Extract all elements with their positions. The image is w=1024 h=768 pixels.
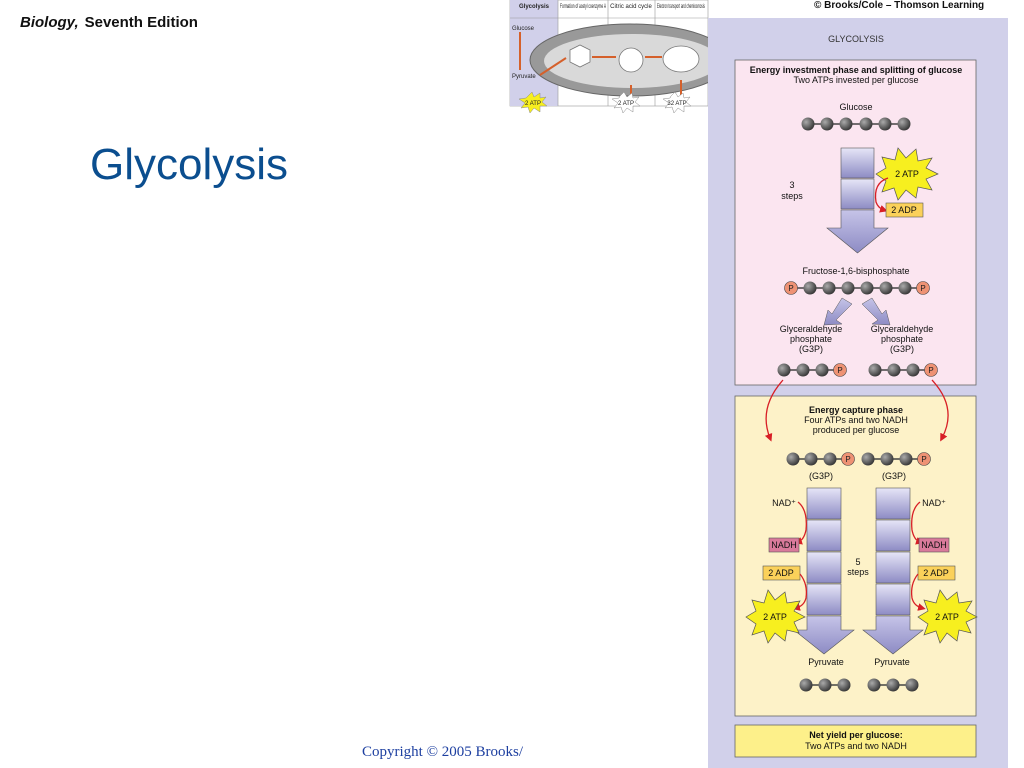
- phase1-adp-box: [885, 202, 924, 218]
- nadh-left-box: [768, 537, 800, 553]
- phase2-subheading-1: Four ATPs and two NADH: [804, 415, 908, 425]
- adp-right-box: [917, 565, 956, 581]
- phase2-steps-arrow-left: [793, 487, 855, 655]
- phase2-steps-number: 5: [855, 557, 860, 567]
- slide-title: Glycolysis: [90, 140, 289, 189]
- glucose-molecule: [801, 117, 911, 131]
- glycolysis-diagram: GLYCOLYSIS Energy investment phase and s…: [708, 18, 1008, 768]
- phase2-atp-left-label: 2 ATP: [763, 612, 787, 622]
- phase2-g3p-left-label: (G3P): [809, 471, 833, 481]
- phase2-transfer-arrow-left: [764, 379, 784, 442]
- split-arrow-left: [823, 297, 853, 326]
- phase2-panel: [734, 395, 977, 717]
- diagram-title: GLYCOLYSIS: [828, 34, 884, 44]
- overview-inset: Glycolysis Formation of acetyl coenzyme …: [509, 0, 731, 118]
- phase2-g3p-right-phosphate: P: [921, 455, 926, 464]
- phase2-steps-word: steps: [847, 567, 869, 577]
- overview-col-electron: Electron transport and chemiosmosis: [657, 4, 705, 10]
- overview-col-citric: Citric acid cycle: [610, 4, 652, 10]
- phase2-steps-arrow-right: [862, 487, 924, 655]
- g3p-right-phosphate: P: [928, 366, 933, 375]
- book-edition: Seventh Edition: [84, 14, 198, 31]
- phase1-atp-label: 2 ATP: [895, 169, 919, 179]
- nadh-right-label: NADH: [921, 540, 947, 550]
- g3p-molecule-left: [777, 363, 847, 377]
- phase2-g3p-left: [786, 452, 855, 466]
- phase2-g3p-right-label: (G3P): [882, 471, 906, 481]
- phase1-atp-arrow: [874, 177, 889, 213]
- pyruvate-molecule-left: [799, 678, 851, 692]
- pyruvate-right-label: Pyruvate: [874, 657, 910, 667]
- phase2-transfer-arrow-right: [931, 379, 949, 442]
- phase2-subheading-2: produced per glucose: [813, 425, 900, 435]
- g3p-right-abbr: (G3P): [890, 344, 914, 354]
- fructose-label: Fructose-1,6-bisphosphate: [802, 266, 909, 276]
- phase1-subheading: Two ATPs invested per glucose: [794, 75, 919, 85]
- g3p-left-name-1: Glyceraldehyde: [780, 324, 843, 334]
- nad-left-arrow: [794, 501, 807, 545]
- overview-glucose: Glucose: [512, 26, 535, 32]
- phase2-atp-burst-right: 2 ATP: [917, 589, 978, 644]
- nad-right-label: NAD⁺: [922, 498, 946, 508]
- adp-right-label: 2 ADP: [923, 568, 949, 578]
- g3p-left-name-2: phosphate: [790, 334, 832, 344]
- overview-col-acetyl: Formation of acetyl coenzyme A: [560, 4, 606, 10]
- overview-col-glycolysis: Glycolysis: [519, 4, 550, 10]
- fructose-molecule: [784, 281, 930, 295]
- phase1-steps-arrow: [826, 147, 889, 254]
- footer-copyright: Copyright © 2005 Brooks/: [362, 744, 523, 760]
- g3p-left-abbr: (G3P): [799, 344, 823, 354]
- fructose-phosphate-left: P: [788, 284, 793, 293]
- nad-left-label: NAD⁺: [772, 498, 796, 508]
- book-title: Biology, Seventh Edition: [20, 14, 198, 31]
- pyruvate-left-label: Pyruvate: [808, 657, 844, 667]
- nadh-left-label: NADH: [771, 540, 797, 550]
- phase1-steps-word: steps: [781, 191, 803, 201]
- overview-pyruvate: Pyruvate: [512, 74, 536, 80]
- net-yield-detail: Two ATPs and two NADH: [805, 741, 907, 751]
- phase2-atp-burst-left: 2 ATP: [745, 589, 806, 644]
- adp-left-arrow: [792, 573, 808, 611]
- overview-atp-1: 2 ATP: [525, 101, 541, 107]
- phase2-g3p-right: [861, 452, 931, 466]
- overview-atp-3: 32 ATP: [667, 101, 686, 107]
- phase2-heading: Energy capture phase: [809, 405, 903, 415]
- fructose-phosphate-right: P: [920, 284, 925, 293]
- phase1-heading: Energy investment phase and splitting of…: [750, 65, 963, 75]
- g3p-molecule-right: [868, 363, 938, 377]
- g3p-right-name-2: phosphate: [881, 334, 923, 344]
- pyruvate-molecule-right: [867, 678, 919, 692]
- net-yield-heading: Net yield per glucose:: [809, 730, 903, 740]
- adp-left-label: 2 ADP: [768, 568, 794, 578]
- adp-left-box: [762, 565, 801, 581]
- net-yield-panel: [734, 724, 977, 758]
- overview-atp-2: 2 ATP: [618, 101, 634, 107]
- phase2-atp-right-label: 2 ATP: [935, 612, 959, 622]
- nad-right-arrow: [911, 501, 924, 545]
- image-credit: © Brooks/Cole – Thomson Learning: [814, 0, 985, 11]
- phase1-atp-burst: 2 ATP: [875, 147, 939, 201]
- phase1-steps-number: 3: [789, 180, 794, 190]
- glucose-label: Glucose: [839, 102, 872, 112]
- phase1-adp-label: 2 ADP: [891, 205, 917, 215]
- adp-right-arrow: [910, 573, 926, 611]
- split-arrow-right: [861, 297, 891, 326]
- book-title-name: Biology,: [20, 14, 79, 31]
- nadh-right-box: [918, 537, 950, 553]
- g3p-right-name-1: Glyceraldehyde: [871, 324, 934, 334]
- phase2-g3p-left-phosphate: P: [845, 455, 850, 464]
- g3p-left-phosphate: P: [837, 366, 842, 375]
